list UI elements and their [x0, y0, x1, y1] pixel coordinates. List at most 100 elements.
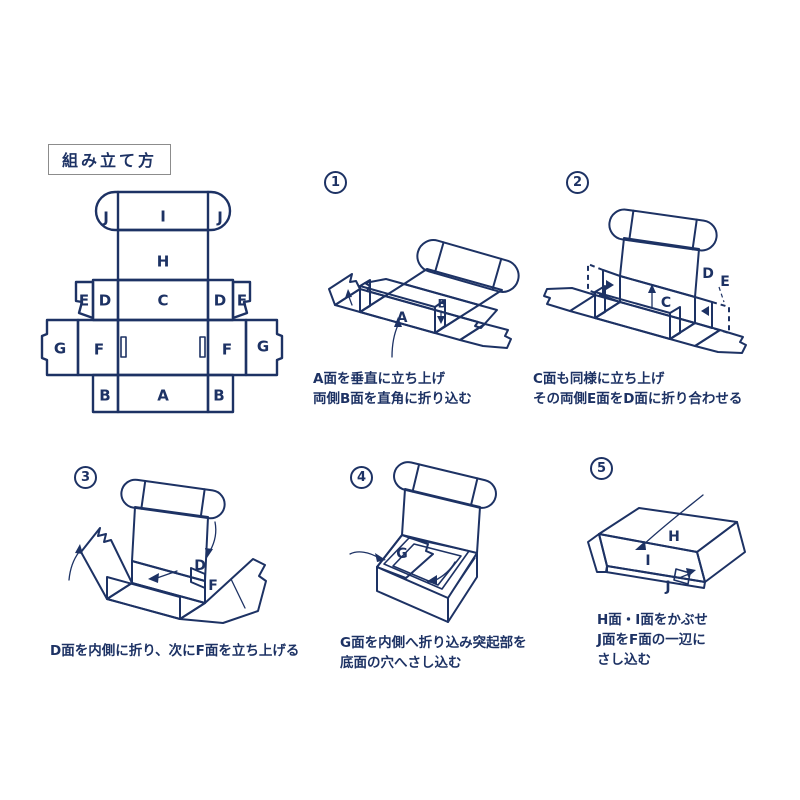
panel-label-a: A [157, 387, 169, 405]
tab-outline [120, 478, 226, 520]
tab-j-i-j [393, 461, 497, 509]
fold-arrow [391, 324, 399, 358]
fold-arrow [349, 551, 380, 559]
step-5-arrows [635, 494, 704, 579]
step-3-caption: D面を内側に折り、次にF面を立ち上げる [50, 642, 299, 662]
step-1-diagram: A B [328, 239, 520, 358]
template-panel-labels: J I J H E D C D E G F F G B A B [54, 208, 269, 405]
step-1-raised-walls [359, 279, 446, 334]
wall-a [106, 576, 181, 620]
fold-line [230, 578, 246, 609]
wing-fg-left-raised [80, 527, 133, 600]
fold-arrow-head [205, 548, 213, 558]
insert-arrow [678, 573, 690, 579]
fold-arrow [156, 570, 178, 579]
panel-label-b: B [213, 387, 224, 405]
caption-line: G面を内側へ折り込み突起部を [340, 635, 527, 651]
fold-line [628, 209, 635, 242]
tab-e-right-dashed [711, 301, 730, 334]
panel-label-c: C [157, 292, 168, 310]
step-3-diagram: D F [68, 478, 267, 624]
tab-outline [416, 239, 520, 293]
panel-label-d: D [214, 292, 226, 310]
tab-b-right [434, 299, 446, 334]
panel-label-f: F [94, 341, 104, 359]
caption-line: 両側B面を直角に折り込む [313, 390, 472, 407]
caption-line: H面・I面をかぶせ [597, 612, 708, 628]
step-5-closed-box [587, 507, 746, 589]
panel-e-left [74, 280, 95, 320]
caption-line: その両側E面をD面に折り合わせる [533, 390, 743, 407]
wall-front-outer [376, 566, 449, 623]
tab-outline [608, 208, 718, 252]
step-5-diagram: H I J [587, 494, 746, 595]
tab-j-i-j [416, 239, 520, 293]
panel-label-f: F [222, 341, 232, 359]
fold-arrow-head [148, 573, 159, 583]
slot-right [199, 336, 206, 358]
tab-d-folded [190, 567, 206, 589]
fold-line [199, 488, 206, 519]
fold-arrow-head [701, 306, 709, 316]
panel-label-a: A [397, 310, 408, 326]
step-2-number: 2 [566, 171, 589, 194]
step-2-caption: C面も同様に立ち上げ その両側E面をD面に折り合わせる [533, 370, 742, 409]
fold-arrow-head [437, 316, 445, 324]
fold-line [469, 477, 479, 507]
fold-line [140, 479, 147, 510]
flat-template-diagram: J I J H E D C D E G F F G B A B [40, 190, 284, 414]
step-3-arrows [68, 521, 217, 583]
tab-j [673, 568, 691, 585]
insert-arrow-head [686, 568, 696, 577]
step-4-diagram: G [349, 461, 497, 623]
flap-g-folding [376, 534, 434, 579]
fold-arrow [209, 521, 217, 552]
caption-line: D面を内側に折り、次にF面を立ち上げる [50, 643, 300, 659]
step-1-number: 1 [324, 171, 347, 194]
fold-arrow [68, 551, 80, 581]
inner-floor [392, 543, 462, 586]
panel-label-j: J [664, 579, 670, 595]
panel-label-e: E [720, 274, 730, 290]
step-2-arrows [606, 280, 709, 316]
tab-j-i-j [608, 208, 718, 252]
panel-label-b: B [99, 387, 110, 405]
step-4-caption: G面を内側へ折り込み突起部を 底面の穴へさし込む [340, 634, 527, 673]
fold-arrow [348, 296, 353, 306]
bottom-panel [106, 582, 206, 620]
panel-e-right [231, 280, 252, 320]
step-2-box [543, 208, 747, 354]
panel-label-h: H [668, 529, 680, 545]
fold-line [491, 257, 503, 291]
wing-g-left [328, 273, 361, 306]
fold-arrow [433, 561, 456, 582]
fold-arrow-head [635, 541, 646, 550]
inner-rim [383, 537, 470, 590]
label-leader-line [718, 286, 725, 303]
template-outline [40, 190, 284, 414]
page-title-text: 組み立て方 [62, 151, 158, 170]
wing-g-right [459, 323, 512, 349]
panel-label-j: J [102, 209, 109, 227]
panel-b-right [206, 373, 235, 414]
fold-line [691, 218, 698, 251]
caption-line: C面も同様に立ち上げ [533, 371, 665, 387]
panel-label-d: D [194, 558, 206, 574]
face-end-right [696, 521, 746, 583]
panel-h-upright [619, 237, 700, 298]
slot-left [120, 336, 127, 358]
panel-label-g: G [257, 338, 269, 356]
step-4-arrows [349, 551, 456, 584]
panel-label-j: J [216, 209, 223, 227]
panel-label-g: G [54, 340, 66, 358]
step-3-box [80, 478, 267, 624]
fold-arrow-head [375, 553, 386, 562]
fold-arrow-head [648, 284, 656, 293]
tab-b-left [359, 279, 371, 313]
panel-label-b: B [438, 297, 447, 311]
face-end-left [587, 533, 608, 573]
wing-de-right [459, 304, 498, 329]
wall-c-raised [619, 275, 696, 324]
wing-fg-right-flat [179, 558, 267, 624]
